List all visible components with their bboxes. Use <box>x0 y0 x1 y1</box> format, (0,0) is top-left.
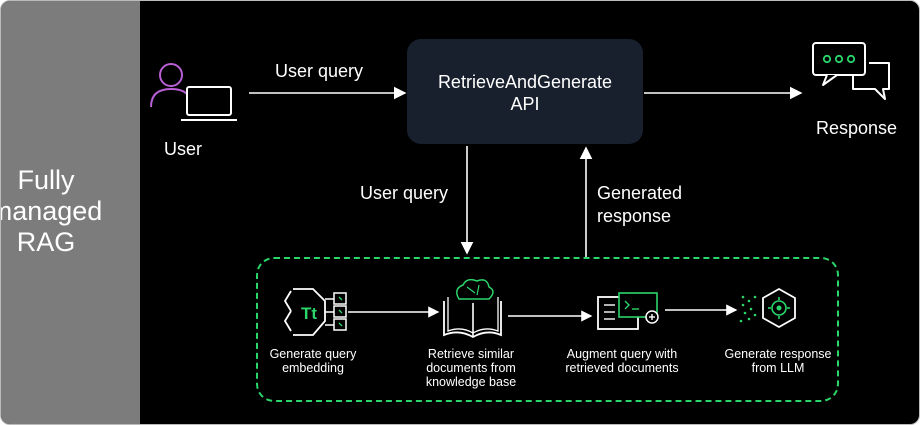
sidebar-title: Fully managed RAG <box>0 165 103 257</box>
llm-icon <box>739 287 796 329</box>
user-label: User <box>164 139 203 159</box>
chat-bubbles-icon <box>812 42 890 100</box>
knowledge-base-icon <box>443 278 502 339</box>
sidebar-panel: Fully managed RAG <box>0 1 140 424</box>
arrow-label-user-query-top: User query <box>275 61 364 81</box>
step-label-augment-query: Augment query with retrieved documents <box>565 347 679 375</box>
step-label-generate-response: Generate response from LLM <box>724 347 832 375</box>
arrow-label-generated-response: Generated response <box>597 183 683 226</box>
api-box-label: RetrieveAndGenerate API <box>437 72 613 114</box>
augment-icon <box>597 292 659 330</box>
step-label-retrieve-documents: Retrieve similar documents from knowledg… <box>425 347 517 389</box>
rag-pipeline-container <box>256 257 839 402</box>
arrow-label-user-query-down: User query <box>360 183 449 203</box>
user-icon <box>150 63 237 121</box>
response-label: Response <box>816 118 898 138</box>
retrieve-and-generate-api-box <box>407 39 643 144</box>
step-label-generate-query-embedding: Generate query embedding <box>269 347 357 375</box>
svg-text:Tt: Tt <box>301 304 317 323</box>
embedding-icon: Tt <box>283 288 347 336</box>
